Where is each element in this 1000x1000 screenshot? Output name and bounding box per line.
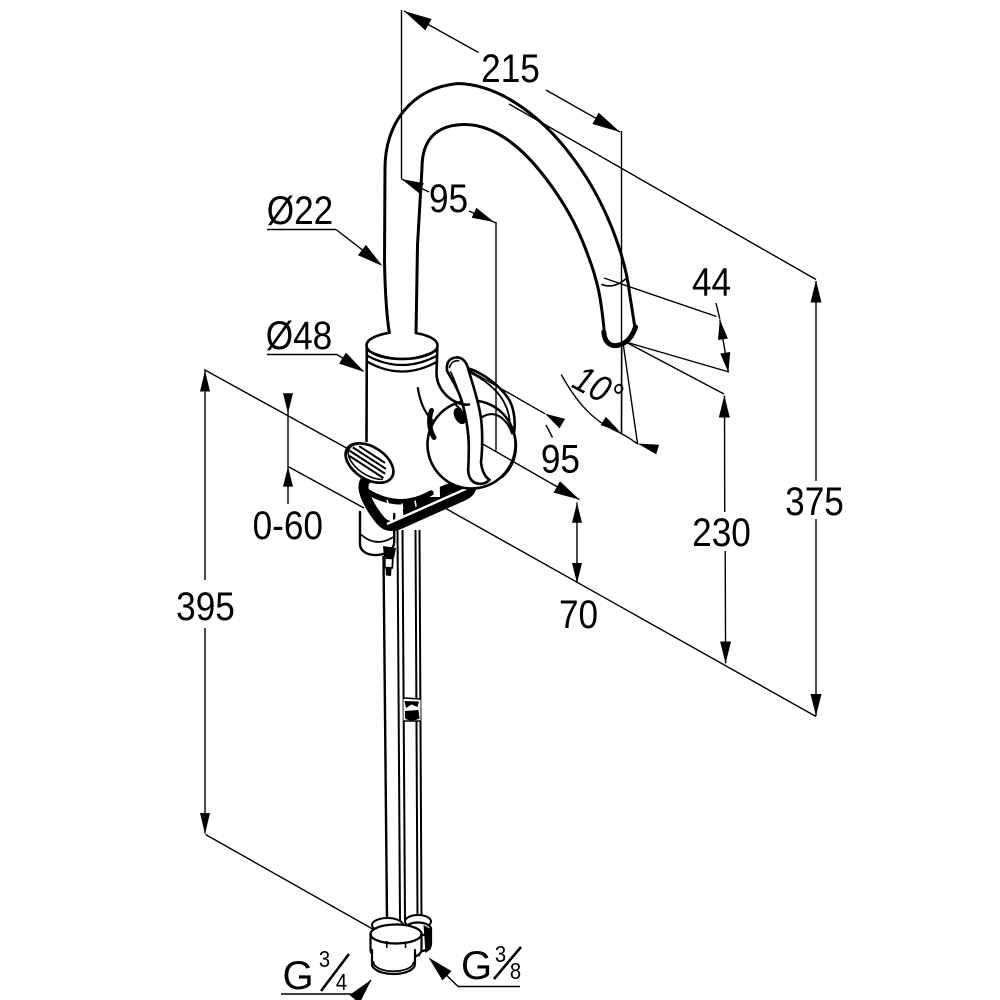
svg-text:215: 215 — [481, 46, 540, 91]
svg-text:230: 230 — [692, 510, 751, 555]
svg-text:395: 395 — [176, 584, 235, 629]
svg-text:0-60: 0-60 — [253, 503, 323, 548]
svg-text:8: 8 — [510, 958, 521, 985]
svg-text:3: 3 — [495, 941, 506, 968]
svg-text:Ø22: Ø22 — [267, 188, 334, 233]
svg-text:70: 70 — [559, 592, 598, 637]
svg-text:3: 3 — [319, 946, 330, 973]
svg-text:95: 95 — [429, 176, 468, 221]
svg-text:G: G — [461, 944, 492, 988]
svg-text:G: G — [282, 954, 313, 998]
svg-text:375: 375 — [785, 479, 844, 524]
svg-text:4: 4 — [336, 969, 347, 996]
svg-text:Ø48: Ø48 — [266, 313, 333, 358]
svg-text:44: 44 — [692, 259, 731, 304]
svg-text:95: 95 — [541, 436, 580, 481]
